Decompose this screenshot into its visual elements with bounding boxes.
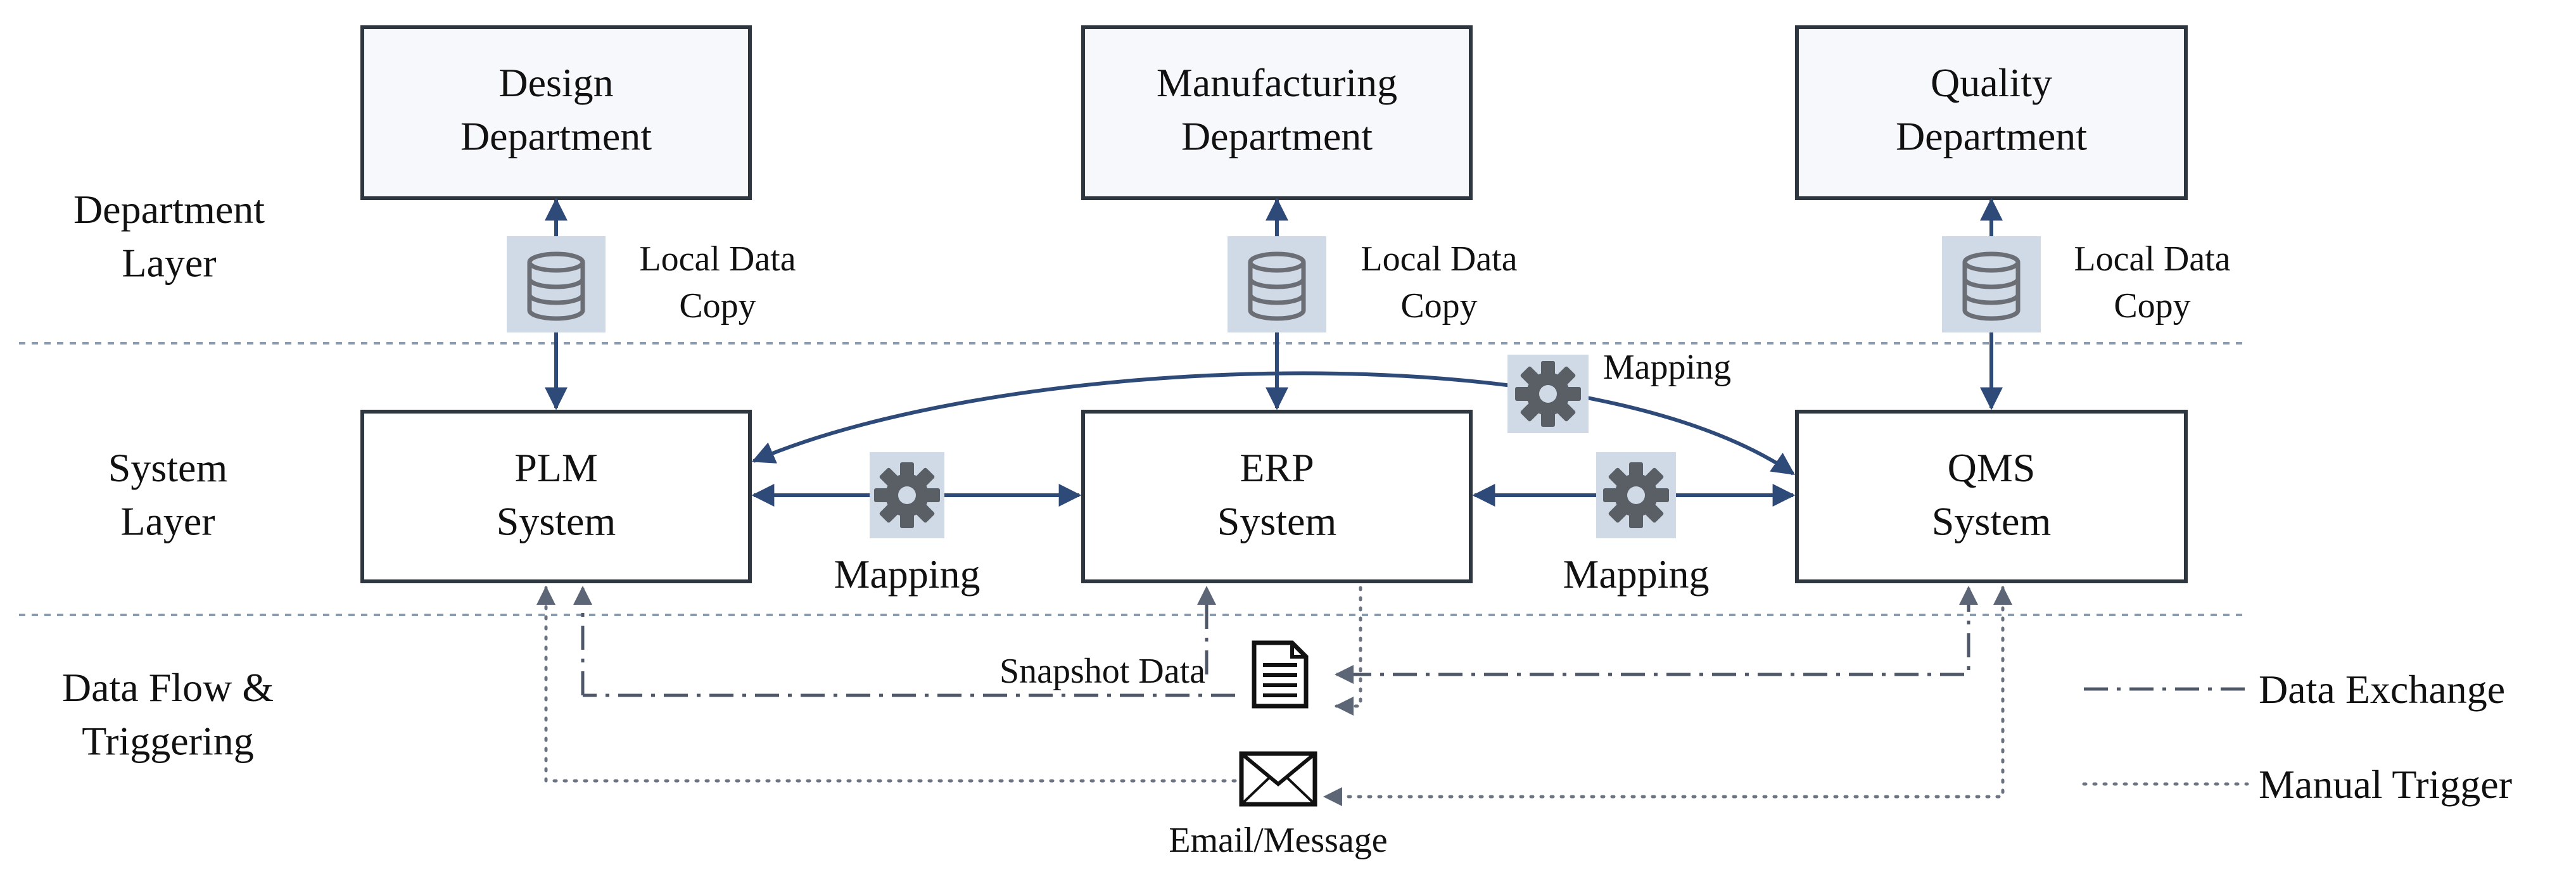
dataflow-layer-label: Data Flow &Triggering <box>62 665 274 763</box>
gear-icon <box>1515 361 1581 427</box>
email-message-label: Email/Message <box>1169 821 1387 860</box>
plm-manual-trigger <box>536 586 1237 783</box>
legend-data-exchange-label: Data Exchange <box>2259 667 2505 712</box>
plm-qms-arrow <box>751 371 1795 476</box>
legend-manual-trigger-label: Manual Trigger <box>2259 762 2512 807</box>
document-icon <box>1252 640 1309 709</box>
erp-manual-trigger <box>1335 586 1362 716</box>
plm-erp-mapping-label: Mapping <box>834 552 980 597</box>
gear-icon <box>874 462 940 528</box>
legend: Data Exchange Manual Trigger <box>2082 667 2512 807</box>
qms-manual-trigger <box>1323 586 2012 806</box>
qms-snapshot-exchange <box>1335 586 1978 684</box>
envelope-icon <box>1239 751 1317 807</box>
erp-qms-mapping-label: Mapping <box>1563 552 1709 597</box>
snapshot-data-label: Snapshot Data <box>999 652 1205 691</box>
plm-qms-mapping-label: Mapping <box>1603 348 1731 387</box>
gear-icon <box>1603 462 1669 528</box>
